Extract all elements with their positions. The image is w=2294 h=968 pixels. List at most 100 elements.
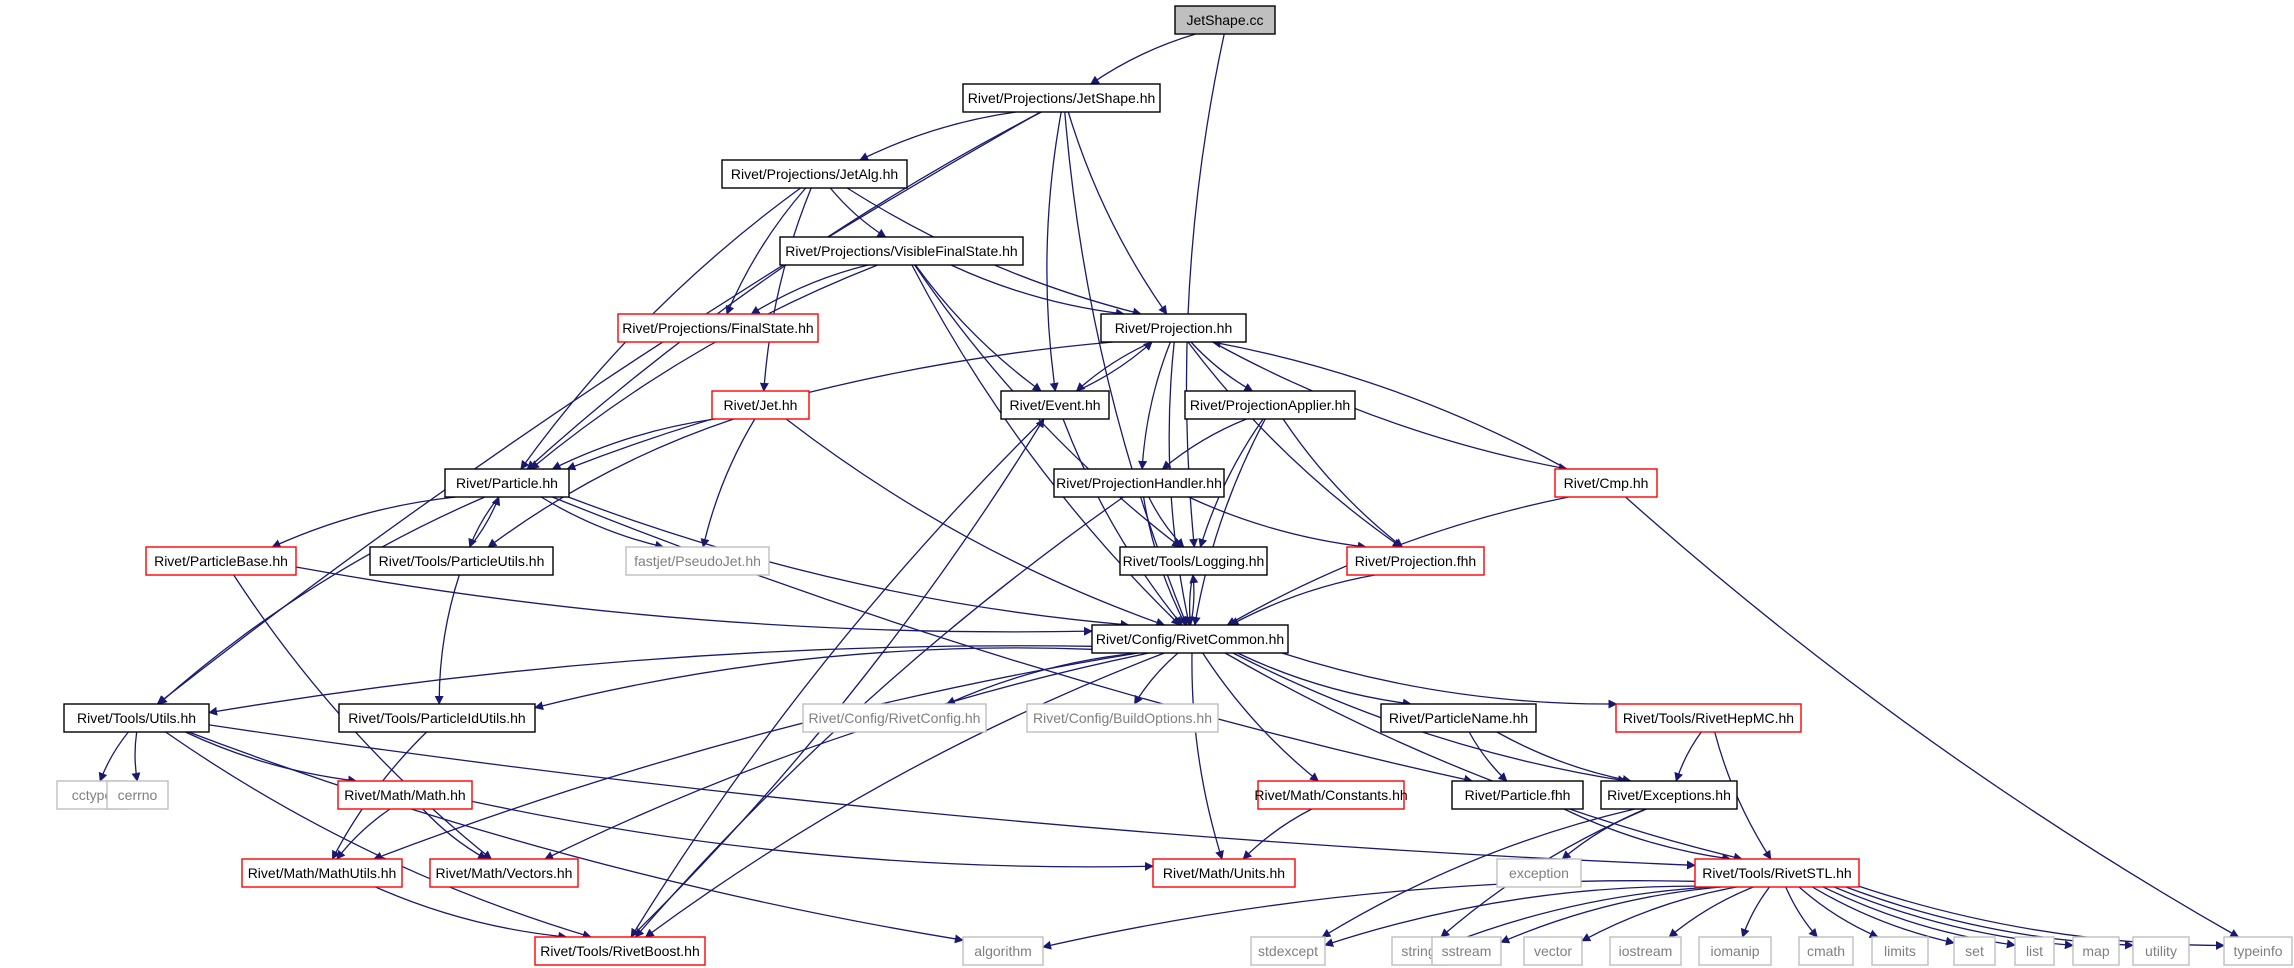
node-rivetstl[interactable]: Rivet/Tools/RivetSTL.hh: [1694, 858, 1860, 888]
node-jet[interactable]: Rivet/Jet.hh: [711, 390, 810, 420]
node-particle[interactable]: Rivet/Particle.hh: [444, 468, 570, 498]
node-box: [1346, 546, 1485, 576]
edge-proj_handler-to-rivetboost: [634, 496, 1124, 938]
edge-proj_vfs-to-rivetcommon: [911, 264, 1181, 626]
node-projection_fhh[interactable]: Rivet/Projection.fhh: [1346, 546, 1485, 576]
node-box: [145, 546, 297, 576]
edge-particle-to-rivetcommon: [568, 496, 1130, 629]
node-rivetconfig: Rivet/Config/RivetConfig.hh: [802, 703, 987, 733]
edge-event-to-rivetcommon: [1062, 418, 1183, 626]
node-box: [1100, 313, 1247, 343]
node-cmp[interactable]: Rivet/Cmp.hh: [1554, 468, 1658, 498]
edge-proj_jetalg-to-proj_fs: [725, 187, 807, 315]
node-vectors[interactable]: Rivet/Math/Vectors.hh: [429, 858, 579, 888]
node-box: [1451, 780, 1584, 810]
node-label: map: [2082, 943, 2109, 959]
node-label: Rivet/Tools/Logging.hh: [1123, 553, 1265, 569]
edge-particle-to-utils: [157, 496, 486, 705]
node-box: [1554, 468, 1658, 498]
node-rivetboost[interactable]: Rivet/Tools/RivetBoost.hh: [534, 936, 706, 966]
node-label: Rivet/Projections/VisibleFinalState.hh: [785, 243, 1017, 259]
edge-rivetcommon-to-rivetboost: [644, 652, 1165, 938]
node-label: Rivet/Math/Units.hh: [1163, 865, 1285, 881]
edge-particlename-to-particle_fhh: [1468, 731, 1508, 782]
node-list: list: [2014, 936, 2055, 966]
node-particlebase[interactable]: Rivet/ParticleBase.hh: [145, 546, 297, 576]
edge-particlename-to-exceptions: [1496, 731, 1632, 784]
node-set: set: [1953, 936, 1996, 966]
node-box: [779, 236, 1024, 266]
node-jetshape_cc[interactable]: JetShape.cc: [1174, 5, 1276, 35]
node-box: [1174, 5, 1276, 35]
edge-rivetcommon-to-rivethepmc: [1281, 652, 1618, 709]
edge-cmp-to-projection: [1211, 339, 1568, 470]
node-event[interactable]: Rivet/Event.hh: [1000, 390, 1110, 420]
node-label: iomanip: [1710, 943, 1759, 959]
node-box: [1152, 858, 1296, 888]
node-label: Rivet/Tools/RivetSTL.hh: [1702, 865, 1851, 881]
edge-proj_jetshape-to-proj_jetalg: [859, 111, 1017, 161]
node-label: Rivet/Config/RivetConfig.hh: [809, 710, 981, 726]
node-label: exception: [1509, 865, 1569, 881]
edge-particle-to-particleutils: [468, 496, 500, 548]
edge-jet-to-pseudojet: [700, 418, 756, 548]
edge-proj_jetalg-to-jet: [759, 187, 812, 392]
edge-rivetstl-to-stdexcept: [1324, 885, 1696, 947]
node-proj_jetalg[interactable]: Rivet/Projections/JetAlg.hh: [721, 159, 908, 189]
node-exception: exception: [1496, 858, 1582, 888]
node-particlename[interactable]: Rivet/ParticleName.hh: [1380, 703, 1537, 733]
node-projection[interactable]: Rivet/Projection.hh: [1100, 313, 1247, 343]
edge-exceptions-to-stdexcept: [1321, 808, 1635, 938]
node-proj_jetshape[interactable]: Rivet/Projections/JetShape.hh: [962, 83, 1161, 113]
node-math[interactable]: Rivet/Math/Math.hh: [337, 780, 473, 810]
node-proj_handler[interactable]: Rivet/ProjectionHandler.hh: [1053, 468, 1225, 498]
edge-rivetcommon-to-units: [1191, 652, 1224, 860]
node-box: [1119, 546, 1268, 576]
node-box: [444, 468, 570, 498]
node-box: [1694, 858, 1860, 888]
edge-projection_fhh-to-rivetcommon: [1229, 574, 1376, 626]
node-box: [1000, 390, 1110, 420]
edge-projection-to-cmp: [1212, 341, 1568, 472]
node-box: [2072, 936, 2120, 966]
edge-utils-to-rivetstl: [208, 724, 1696, 870]
node-proj_fs[interactable]: Rivet/Projections/FinalState.hh: [617, 313, 819, 343]
edge-math-to-units: [471, 800, 1154, 871]
node-particleidutils[interactable]: Rivet/Tools/ParticleIdUtils.hh: [338, 703, 536, 733]
node-particle_fhh[interactable]: Rivet/Particle.fhh: [1451, 780, 1584, 810]
edge-proj_vfs-to-particle: [530, 264, 878, 470]
node-stdexcept: stdexcept: [1250, 936, 1326, 966]
node-proj_applier[interactable]: Rivet/ProjectionApplier.hh: [1184, 390, 1356, 420]
edge-particlebase-to-rivetcommon: [295, 566, 1093, 636]
edge-particle_fhh-to-rivetstl: [1563, 808, 1732, 863]
node-rivetcommon[interactable]: Rivet/Config/RivetCommon.hh: [1091, 624, 1289, 654]
edge-jet-to-particleutils: [487, 418, 734, 548]
node-label: Rivet/Jet.hh: [724, 397, 798, 413]
node-particleutils[interactable]: Rivet/Tools/ParticleUtils.hh: [369, 546, 554, 576]
node-proj_vfs[interactable]: Rivet/Projections/VisibleFinalState.hh: [779, 236, 1024, 266]
edge-proj_jetalg-to-proj_vfs: [829, 187, 887, 238]
node-label: Rivet/Cmp.hh: [1564, 475, 1649, 491]
node-box: [625, 546, 770, 576]
edge-rivetstl-to-iomanip: [1740, 886, 1771, 938]
node-exceptions[interactable]: Rivet/Exceptions.hh: [1600, 780, 1738, 810]
node-rivethepmc[interactable]: Rivet/Tools/RivetHepMC.hh: [1615, 703, 1802, 733]
edge-proj_jetshape-to-projection: [1067, 111, 1168, 315]
node-box: [1600, 780, 1738, 810]
node-box: [1257, 780, 1405, 810]
node-utils[interactable]: Rivet/Tools/Utils.hh: [63, 703, 210, 733]
node-mathutils[interactable]: Rivet/Math/MathUtils.hh: [241, 858, 403, 888]
node-vector: vector: [1523, 936, 1583, 966]
edge-rivetcommon-to-rivetstl: [1224, 652, 1743, 862]
edge-proj_vfs-to-event: [914, 264, 1042, 392]
node-label: Rivet/ParticleBase.hh: [154, 553, 288, 569]
node-typeinfo: typeinfo: [2223, 936, 2293, 966]
node-label: Rivet/Event.hh: [1009, 397, 1100, 413]
node-logging[interactable]: Rivet/Tools/Logging.hh: [1119, 546, 1268, 576]
node-constants[interactable]: Rivet/Math/Constants.hh: [1254, 780, 1408, 810]
node-label: Rivet/Config/BuildOptions.hh: [1033, 710, 1212, 726]
node-label: Rivet/Particle.hh: [456, 475, 558, 491]
edge-proj_applier-to-logging: [1198, 418, 1264, 548]
node-units[interactable]: Rivet/Math/Units.hh: [1152, 858, 1296, 888]
node-label: set: [1965, 943, 1984, 959]
